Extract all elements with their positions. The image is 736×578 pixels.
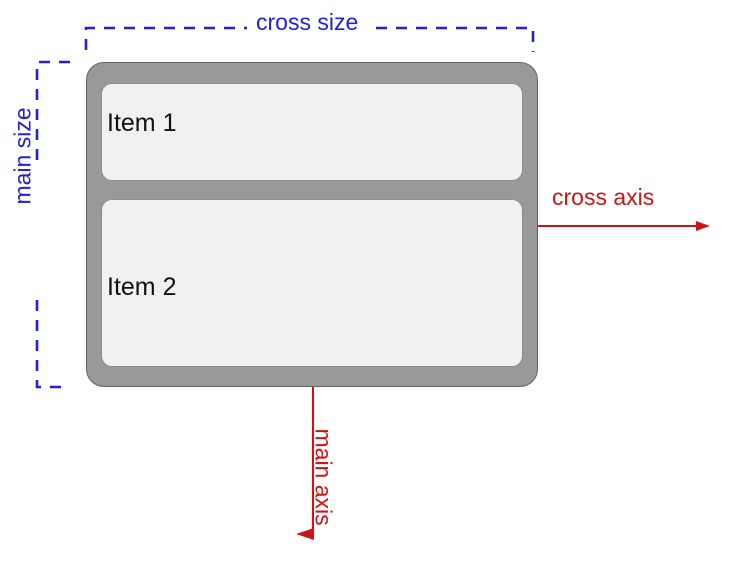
cross-axis-label: cross axis	[552, 184, 655, 210]
flex-item-1	[101, 83, 523, 181]
main-size-bracket	[35, 60, 70, 389]
flex-item-2	[101, 199, 523, 367]
main-size-label: main size	[9, 107, 36, 205]
flex-container: Item 1 Item 2	[86, 62, 538, 387]
flex-item-1-label: Item 1	[107, 109, 177, 137]
cross-size-label: cross size	[256, 9, 359, 35]
flex-item-2-label: Item 2	[107, 273, 177, 301]
main-axis-label: main axis	[310, 428, 337, 526]
cross-size-bracket	[84, 26, 535, 52]
